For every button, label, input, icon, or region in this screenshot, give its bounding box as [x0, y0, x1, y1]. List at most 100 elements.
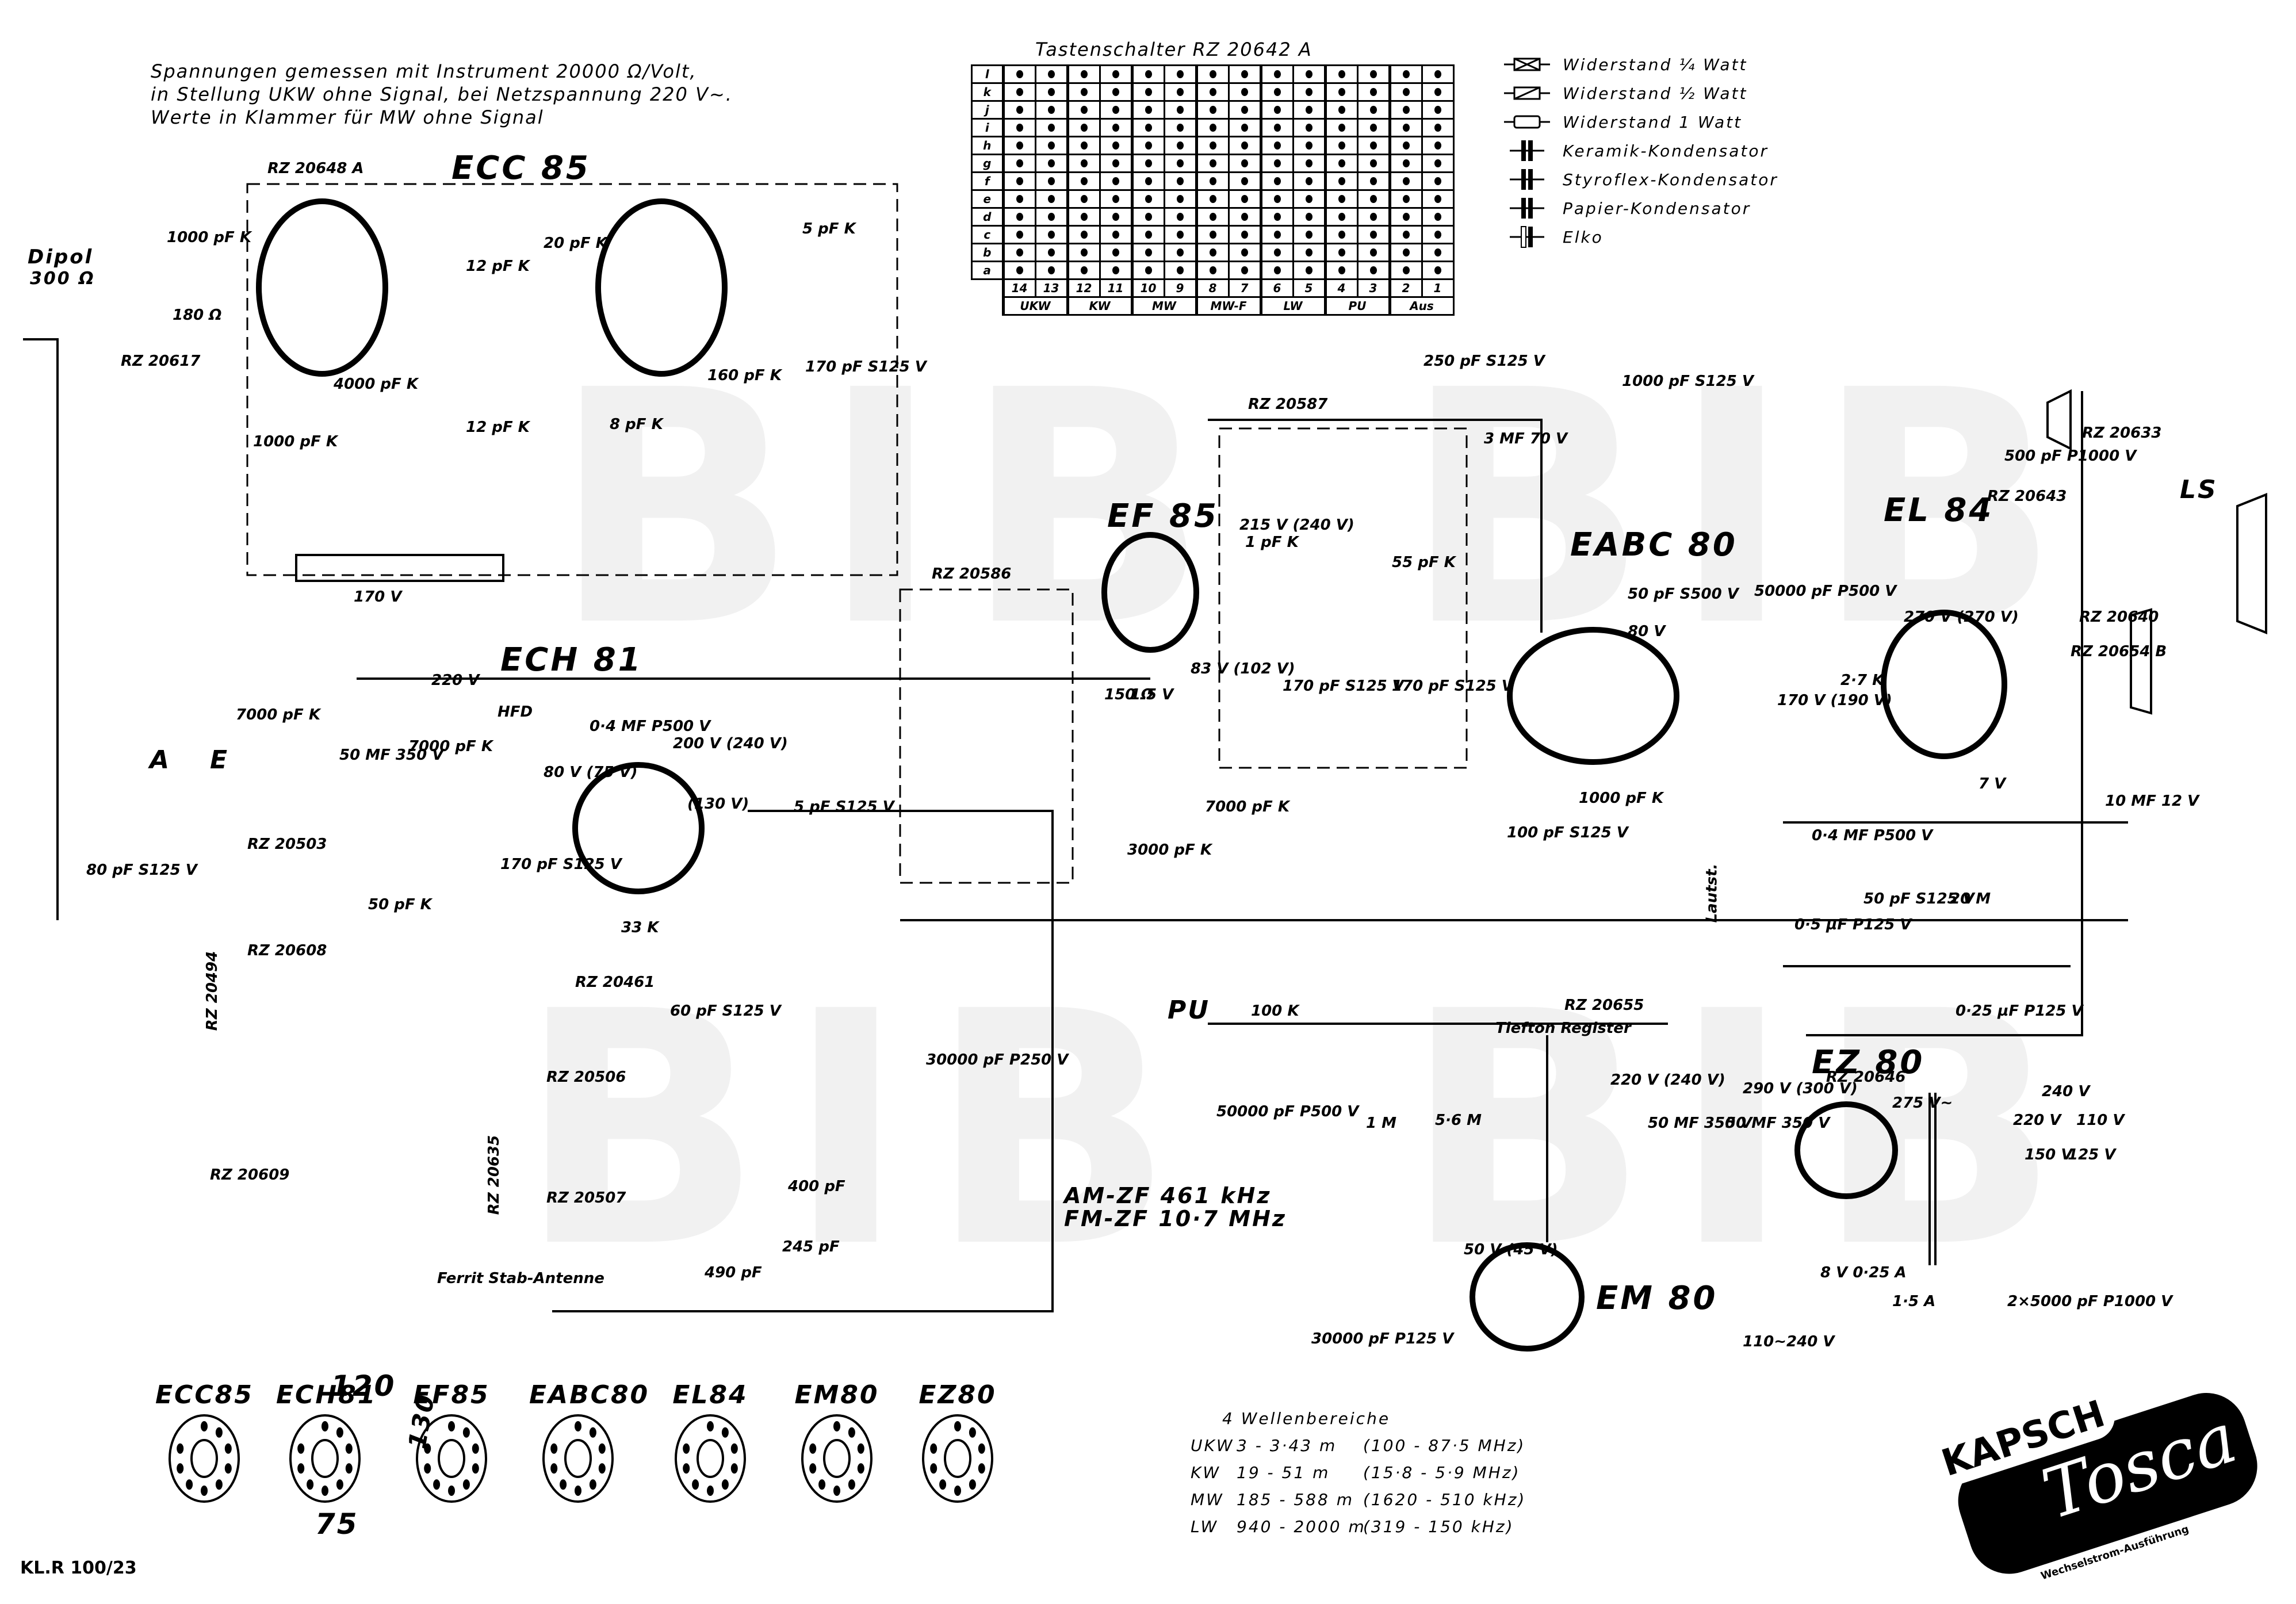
switch-contact-cell: [1130, 100, 1165, 120]
switch-contact-cell: [1421, 171, 1455, 191]
switch-contact-cell: [1099, 207, 1133, 227]
noval-socket-icon: [675, 1414, 746, 1503]
volume-label: Lautst.: [1703, 863, 1721, 923]
switch-contact-cell: [1001, 82, 1036, 102]
value-label: 5·6 M: [1435, 1112, 1482, 1129]
tube-label-em80: EM 80: [1596, 1280, 1718, 1317]
switch-contact-cell: [1259, 82, 1294, 102]
value-label: 50000 pF P500 V: [1754, 583, 1897, 600]
tube-ef85: [1104, 535, 1196, 650]
switch-contact-cell: [1034, 189, 1069, 209]
waveband-range: 940 - 2000 m: [1237, 1517, 1366, 1536]
switch-position-label: MW: [1130, 296, 1197, 316]
terminal-dipol-label: Dipol: [28, 246, 94, 269]
contact-dot-icon: [1145, 124, 1152, 132]
part-rz20640: RZ 20640: [2079, 608, 2159, 626]
noval-socket-icon: [801, 1414, 873, 1503]
switch-row-label: d: [971, 207, 1004, 227]
switch-contact-cell: [1163, 189, 1197, 209]
switch-contact-cell: [1001, 64, 1036, 84]
switch-contact-cell: [1099, 136, 1133, 155]
switch-contact-cell: [1163, 100, 1197, 120]
switch-contact-cell: [1066, 207, 1101, 227]
contact-dot-icon: [1176, 124, 1184, 132]
switch-contact-cell: [1259, 118, 1294, 137]
contact-dot-icon: [1080, 213, 1088, 221]
switch-contact-cell: [1163, 261, 1197, 280]
switch-contact-cell: [1001, 207, 1036, 227]
part-rz20494: RZ 20494: [204, 951, 221, 1031]
contact-dot-icon: [1016, 177, 1023, 185]
tube-socket: EL84: [661, 1380, 759, 1510]
contact-dot-icon: [1112, 141, 1119, 150]
value-label: 3 MF 70 V: [1484, 430, 1568, 447]
contact-dot-icon: [1434, 213, 1441, 221]
switch-position-label: KW: [1066, 296, 1133, 316]
switch-contact-cell: [1066, 82, 1101, 102]
part-rz20617: RZ 20617: [121, 353, 201, 370]
contact-dot-icon: [1176, 248, 1184, 257]
contact-dot-icon: [1209, 195, 1216, 203]
contact-dot-icon: [1241, 106, 1248, 114]
switch-contact-cell: [1323, 136, 1359, 155]
tuner-connector-strip: [296, 555, 503, 581]
tube-label-ef85: EF 85: [1107, 497, 1219, 535]
legend-item: Widerstand 1 Watt: [1504, 110, 1742, 133]
switch-contact-cell: [1388, 82, 1423, 102]
contact-number: 14: [1001, 278, 1036, 298]
contact-dot-icon: [1145, 88, 1152, 96]
contact-dot-icon: [1209, 124, 1216, 132]
contact-dot-icon: [1273, 177, 1281, 185]
switch-contact-cell: [1001, 100, 1036, 120]
contact-dot-icon: [1402, 213, 1410, 221]
part-rz20646: RZ 20646: [1826, 1069, 1906, 1086]
contact-dot-icon: [1305, 213, 1312, 221]
contact-dot-icon: [1112, 106, 1119, 114]
contact-dot-icon: [1305, 124, 1312, 132]
value-label: 5 pF S125 V: [794, 798, 894, 816]
switch-contact-cell: [1195, 171, 1230, 191]
switch-contact-cell: [1163, 171, 1197, 191]
part-rz20506: RZ 20506: [546, 1069, 626, 1086]
switch-contact-cell: [1034, 261, 1069, 280]
part-rz20507: RZ 20507: [546, 1189, 626, 1207]
contact-dot-icon: [1434, 266, 1441, 274]
speaker-tweeter-icon: [2131, 610, 2151, 713]
switch-contact-cell: [1292, 243, 1326, 262]
switch-contact-cell: [1388, 118, 1423, 137]
waveband-band: LW: [1191, 1517, 1219, 1536]
contact-dot-icon: [1080, 195, 1088, 203]
contact-dot-icon: [1080, 70, 1088, 78]
switch-contact-cell: [1034, 64, 1069, 84]
switch-contact-cell: [1163, 154, 1197, 173]
switch-contact-cell: [1227, 82, 1262, 102]
switch-contact-cell: [1066, 243, 1101, 262]
value-label: 4000 pF K: [334, 376, 418, 393]
contact-dot-icon: [1273, 106, 1281, 114]
watermark: BIB: [1403, 943, 2084, 1318]
switch-contact-cell: [1388, 243, 1423, 262]
contact-dot-icon: [1209, 70, 1216, 78]
contact-dot-icon: [1402, 231, 1410, 239]
capacitor-ceramic-icon: [1510, 140, 1544, 161]
switch-contact-cell: [1099, 225, 1133, 244]
measurement-note-line-2: in Stellung UKW ohne Signal, bei Netzspa…: [151, 83, 733, 105]
pilot-lamp-label: 8 V 0·25 A: [1820, 1264, 1907, 1281]
voltage-label: 270 V (270 V): [1904, 608, 2019, 626]
switch-table-row: d: [971, 207, 1455, 227]
switch-contact-cell: [1388, 171, 1423, 191]
contact-dot-icon: [1402, 266, 1410, 274]
contact-dot-icon: [1273, 70, 1281, 78]
contact-dot-icon: [1402, 177, 1410, 185]
contact-dot-icon: [1209, 213, 1216, 221]
switch-contact-cell: [1421, 225, 1455, 244]
contact-dot-icon: [1434, 124, 1441, 132]
switch-row-label: e: [971, 189, 1004, 209]
part-rz20635: RZ 20635: [485, 1135, 503, 1215]
switch-contact-cell: [1421, 154, 1455, 173]
contact-dot-icon: [1145, 231, 1152, 239]
transformer-secondary-label: 275 V~: [1892, 1094, 1953, 1112]
contact-dot-icon: [1112, 88, 1119, 96]
contact-dot-icon: [1402, 124, 1410, 132]
contact-dot-icon: [1047, 231, 1055, 239]
